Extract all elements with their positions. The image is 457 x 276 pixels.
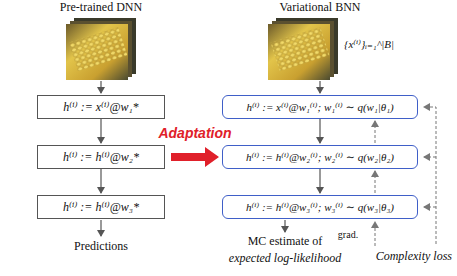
forward-arrow (319, 169, 320, 193)
variational-layer-box: h⁽ⁱ⁾ := x⁽ⁱ⁾@w₁⁽ⁱ⁾; w₁⁽ⁱ⁾ ∼ q(w₁|θ₁) (222, 95, 418, 119)
column-heading: Variational BNN (280, 0, 361, 15)
layer-formula: h⁽ⁱ⁾ := h⁽ⁱ⁾@w₃⁽ⁱ⁾; w₃⁽ⁱ⁾ ∼ q(w₃|θ₃) (246, 201, 394, 214)
forward-arrow (100, 119, 101, 143)
adaptation-arrow (171, 147, 219, 167)
forward-arrow (100, 169, 101, 193)
gradient-label: grad. (338, 229, 358, 240)
layer-formula: h⁽ⁱ⁾ := x⁽ⁱ⁾@w₁* (63, 100, 138, 115)
layer-formula: h⁽ⁱ⁾ := h⁽ⁱ⁾@w₃* (63, 200, 139, 215)
gradient-arrows (375, 121, 376, 246)
variational-layer-box: h⁽ⁱ⁾ := h⁽ⁱ⁾@w₃⁽ⁱ⁾; w₃⁽ⁱ⁾ ∼ q(w₃|θ₃) (222, 195, 418, 219)
batch-notation: {x⁽ⁱ⁾}ᵢ₌₁^|B| (344, 38, 394, 51)
input-batch-image (268, 18, 338, 80)
layer-formula: h⁽ⁱ⁾ := h⁽ⁱ⁾@w₂⁽ⁱ⁾; w₂⁽ⁱ⁾ ∼ q(w₂|θ₂) (246, 151, 394, 164)
forward-arrow (319, 119, 320, 143)
variational-layer-box: h⁽ⁱ⁾ := h⁽ⁱ⁾@w₂⁽ⁱ⁾; w₂⁽ⁱ⁾ ∼ q(w₂|θ₂) (222, 145, 418, 169)
output-label: expected log-likelihood (229, 251, 341, 266)
input-image (66, 18, 136, 80)
layer-formula: h⁽ⁱ⁾ := h⁽ⁱ⁾@w₂* (63, 150, 139, 165)
layer-box: h⁽ⁱ⁾ := x⁽ⁱ⁾@w₁* (37, 95, 165, 119)
output-arrow (100, 220, 101, 236)
loss-label: Complexity loss (376, 249, 452, 264)
column-heading: Pre-trained DNN (60, 0, 142, 15)
output-arrow (284, 220, 285, 232)
layer-box: h⁽ⁱ⁾ := h⁽ⁱ⁾@w₂* (37, 145, 165, 169)
output-label: Predictions (74, 239, 128, 254)
edge-label: Adaptation (158, 125, 231, 141)
input-arrow (319, 81, 320, 93)
input-arrow (100, 81, 101, 93)
complexity-arrows (424, 107, 436, 244)
output-label: MC estimate of (248, 234, 323, 249)
layer-formula: h⁽ⁱ⁾ := x⁽ⁱ⁾@w₁⁽ⁱ⁾; w₁⁽ⁱ⁾ ∼ q(w₁|θ₁) (246, 101, 393, 114)
layer-box: h⁽ⁱ⁾ := h⁽ⁱ⁾@w₃* (37, 195, 165, 219)
